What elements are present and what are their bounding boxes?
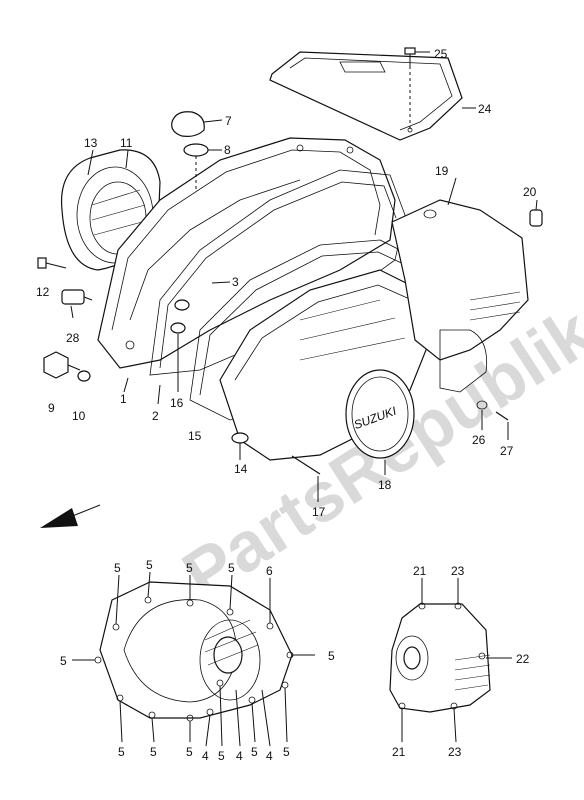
label-2: 2 xyxy=(152,409,159,423)
part-17-bolt xyxy=(291,455,321,475)
label-10: 10 xyxy=(72,409,86,423)
side-cover-detail-right xyxy=(389,602,491,713)
label-3: 3 xyxy=(232,275,239,289)
part-1-crankcase-cover xyxy=(97,137,396,369)
label-15: 15 xyxy=(188,429,202,443)
label-5: 5 xyxy=(328,649,335,663)
label-5: 5 xyxy=(150,745,157,759)
label-5: 5 xyxy=(228,561,235,575)
label-9: 9 xyxy=(48,401,55,415)
label-24: 24 xyxy=(478,102,492,116)
label-26: 26 xyxy=(472,433,486,447)
part-9-plug xyxy=(43,351,81,379)
part-19-side-cover xyxy=(391,199,529,393)
label-1: 1 xyxy=(120,392,127,406)
part-12-bolt xyxy=(37,257,67,269)
label-5: 5 xyxy=(118,745,125,759)
leader-lines-bottom-right xyxy=(401,578,512,743)
label-27: 27 xyxy=(500,444,514,458)
part-24-cover-plate xyxy=(269,51,463,141)
label-23: 23 xyxy=(451,564,465,578)
leader-lines-bottom-left xyxy=(72,571,315,747)
label-5: 5 xyxy=(186,745,193,759)
label-21: 21 xyxy=(413,564,427,578)
label-11: 11 xyxy=(120,136,133,150)
bottom-left-labels: 5 5 5 5 6 5 5 5 5 5 4 5 4 5 4 5 xyxy=(60,558,335,763)
label-12: 12 xyxy=(36,285,50,299)
label-5: 5 xyxy=(218,749,225,763)
part-14-boss xyxy=(231,432,249,444)
part-10-washer xyxy=(77,370,91,382)
label-5: 5 xyxy=(146,558,153,572)
top-labels: 13 11 7 8 25 24 19 20 3 12 28 9 10 1 2 1… xyxy=(36,47,537,519)
label-5: 5 xyxy=(186,561,193,575)
label-5: 5 xyxy=(251,745,258,759)
label-5: 5 xyxy=(283,745,290,759)
leader-lines-top xyxy=(70,107,538,502)
label-21: 21 xyxy=(392,745,406,759)
part-20-pin xyxy=(529,209,543,227)
bottom-right-labels: 21 23 22 21 23 xyxy=(392,564,530,759)
part-7-oil-cap xyxy=(171,111,223,137)
label-13: 13 xyxy=(84,136,98,150)
label-23: 23 xyxy=(448,745,462,759)
label-16: 16 xyxy=(170,396,184,410)
part-18-badge: SUZUKI xyxy=(345,369,415,459)
label-4: 4 xyxy=(202,749,209,763)
cover-detail-left xyxy=(94,581,294,722)
label-5: 5 xyxy=(60,654,67,668)
label-8: 8 xyxy=(224,143,231,157)
label-14: 14 xyxy=(234,462,248,476)
direction-arrow xyxy=(40,504,101,528)
label-18: 18 xyxy=(378,478,392,492)
part-26-grommet xyxy=(476,400,488,410)
label-4: 4 xyxy=(236,749,243,763)
part-16-dowels xyxy=(170,281,231,334)
label-25: 25 xyxy=(434,47,448,61)
part-8-o-ring xyxy=(183,143,222,190)
part-27-screw xyxy=(495,411,509,421)
label-20: 20 xyxy=(523,185,537,199)
label-6: 6 xyxy=(266,564,273,578)
label-4: 4 xyxy=(266,749,273,763)
label-28: 28 xyxy=(66,331,80,345)
label-17: 17 xyxy=(312,505,326,519)
label-22: 22 xyxy=(516,652,530,666)
label-7: 7 xyxy=(225,114,232,128)
part-25-bolt xyxy=(404,47,430,130)
label-19: 19 xyxy=(435,164,449,178)
label-5: 5 xyxy=(114,561,121,575)
part-28-switch xyxy=(61,289,93,305)
